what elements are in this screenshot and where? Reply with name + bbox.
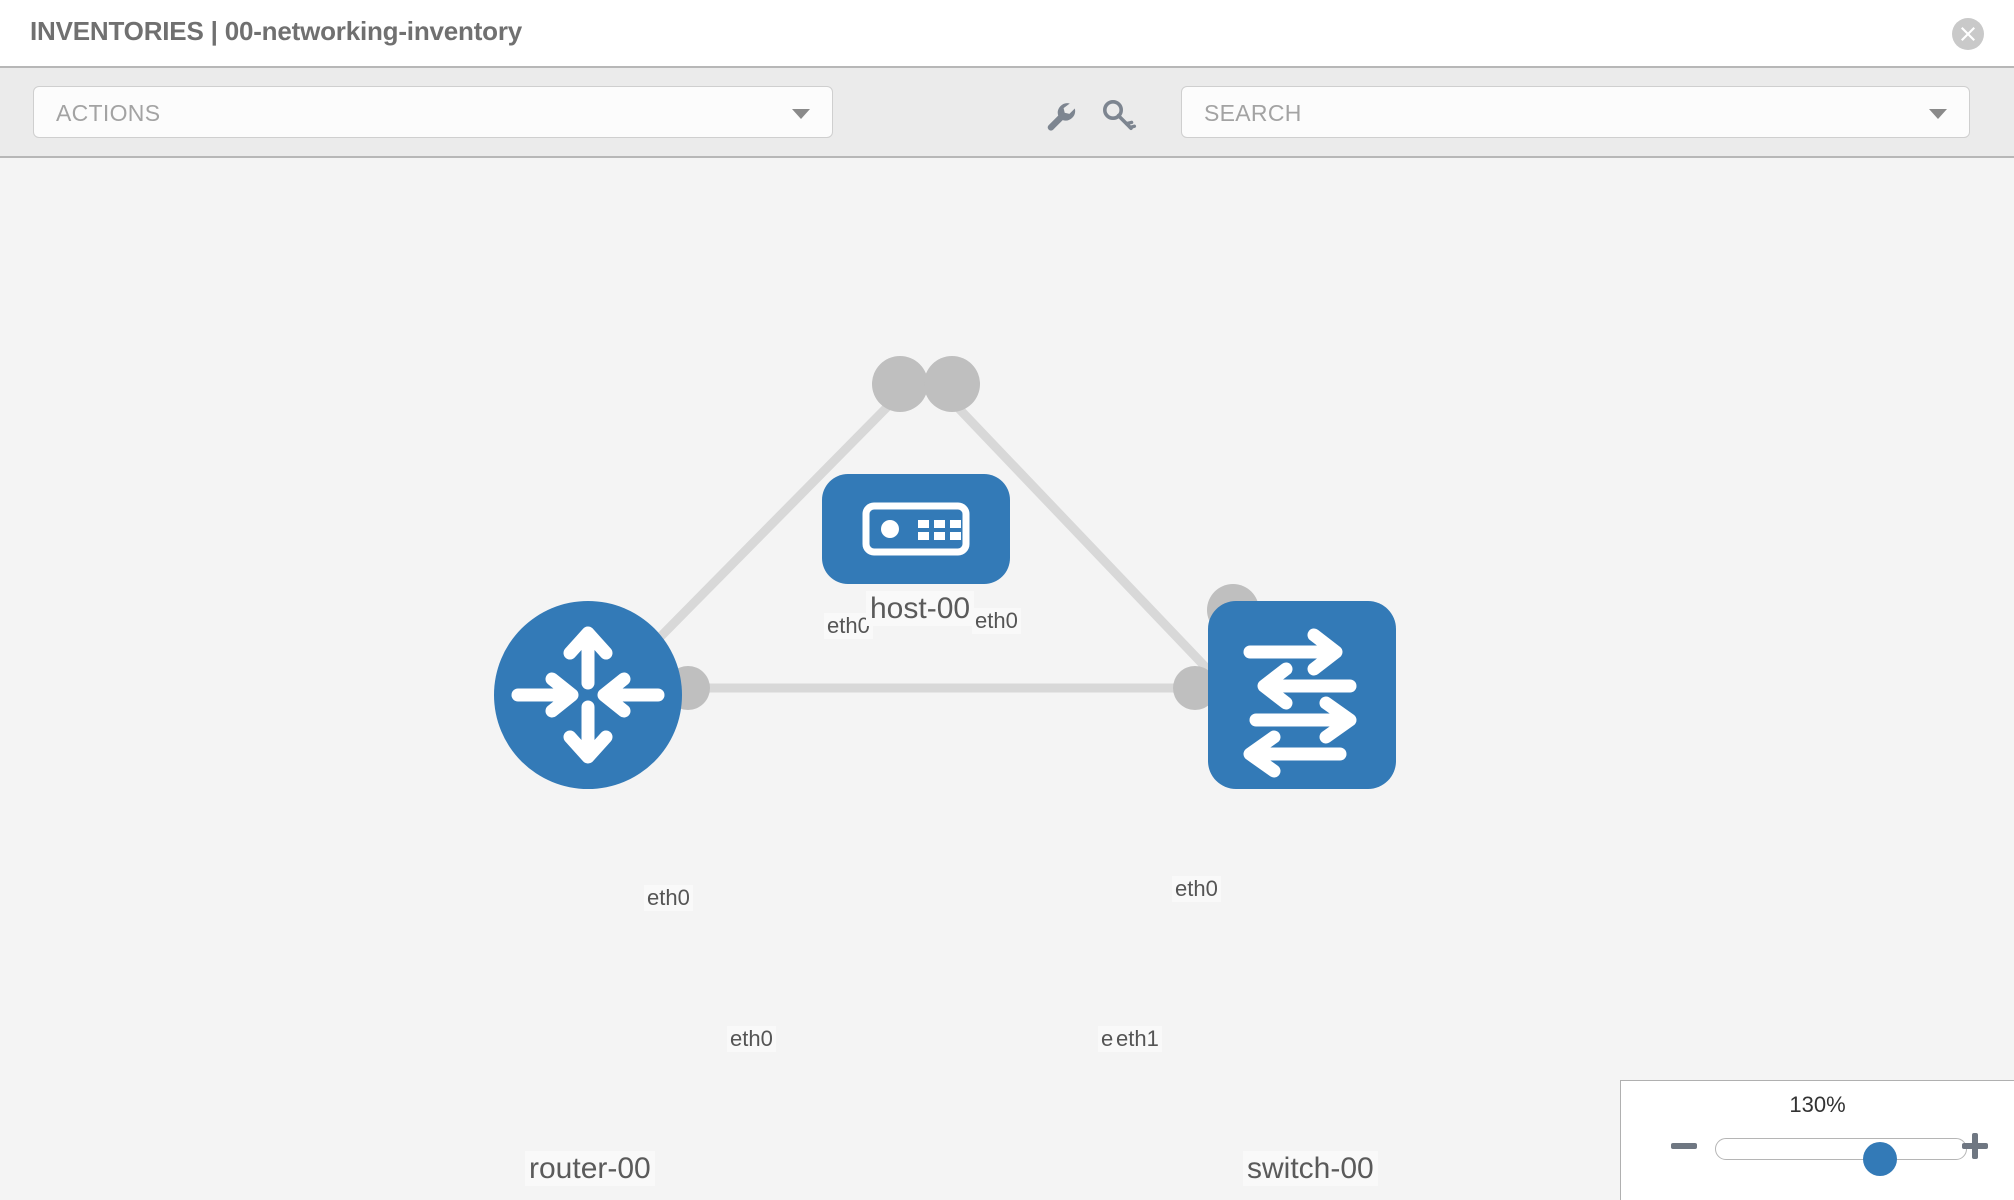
link-label-switch-eth1: eth1 — [1113, 1026, 1162, 1053]
search-placeholder: SEARCH — [1204, 100, 1302, 126]
node-switch-00[interactable] — [1208, 601, 1396, 789]
zoom-level-value: 130% — [1789, 1092, 1846, 1117]
topology-canvas[interactable]: eth0 eth0 eth0 eth0 eth0 eth0 eth1 host-… — [0, 158, 2014, 1200]
minus-icon[interactable] — [1667, 1129, 1701, 1163]
zoom-slider-row — [1621, 1129, 2014, 1176]
close-icon[interactable] — [1952, 18, 1984, 50]
zoom-slider-thumb[interactable] — [1863, 1142, 1897, 1176]
endpoint-switch-eth1 — [1173, 666, 1217, 710]
link-host-switch — [941, 390, 1239, 702]
link-label-router-eth0-uplink: eth0 — [644, 885, 693, 912]
router-arrows-icon — [511, 626, 665, 764]
plus-icon[interactable] — [1958, 1129, 1992, 1163]
zoom-slider-track[interactable] — [1715, 1138, 1967, 1176]
page-title: INVENTORIES | 00-networking-inventory — [30, 16, 523, 46]
actions-dropdown-label: ACTIONS — [56, 100, 161, 126]
link-label-switch-eth0-uplink: eth0 — [1172, 876, 1221, 903]
endpoint-host-eth0-right — [924, 356, 980, 412]
node-router-00[interactable] — [494, 601, 682, 789]
node-host-00[interactable] — [822, 474, 1010, 584]
link-label-host-eth0-right: eth0 — [972, 608, 1021, 635]
server-appliance-icon — [862, 502, 970, 556]
zoom-control-panel: 130% — [1620, 1080, 2014, 1200]
chevron-down-icon — [792, 109, 810, 119]
node-label-switch-00: switch-00 — [1243, 1151, 1378, 1186]
actions-dropdown[interactable]: ACTIONS — [33, 86, 833, 138]
link-label-router-eth0: eth0 — [727, 1026, 776, 1053]
link-label-host-eth0-left: eth0 — [824, 613, 873, 640]
chevron-down-icon — [1929, 109, 1947, 119]
topology-graph — [494, 356, 1396, 789]
app-header: INVENTORIES | 00-networking-inventory — [0, 0, 2014, 68]
search-input[interactable]: SEARCH — [1181, 86, 1970, 138]
node-label-router-00: router-00 — [525, 1151, 655, 1186]
endpoint-host-eth0-left — [872, 356, 928, 412]
key-icon[interactable] — [1098, 96, 1138, 136]
wrench-icon[interactable] — [1041, 96, 1081, 136]
node-label-host-00: host-00 — [866, 591, 975, 626]
switch-arrows-icon — [1243, 628, 1357, 778]
